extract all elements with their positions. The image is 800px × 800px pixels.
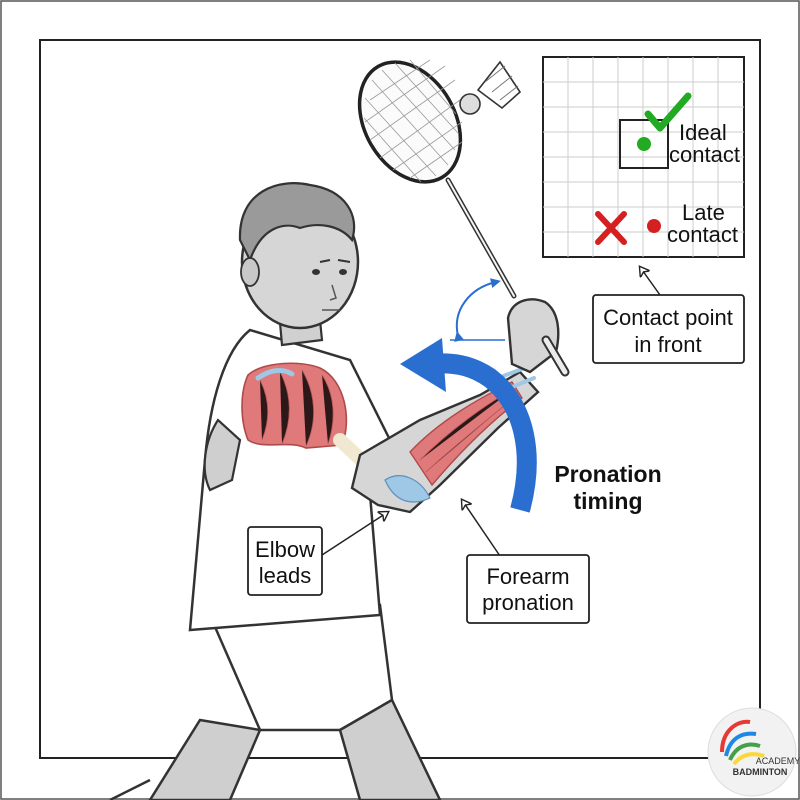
late-contact-label-2: contact <box>667 222 738 247</box>
wrist-angle-arc <box>450 278 505 342</box>
contact-point-label-1: Contact point <box>603 305 733 330</box>
contact-point-label-2: in front <box>634 332 701 357</box>
racket <box>357 59 517 299</box>
forearm-pronation-label-1: Forearm <box>486 564 569 589</box>
ideal-contact-label-1: Ideal <box>679 120 727 145</box>
ideal-zone-box <box>619 119 669 169</box>
forearm-pronation-label-2: pronation <box>482 590 574 615</box>
player <box>109 182 570 800</box>
elbow-leads-label-1: Elbow <box>255 537 315 562</box>
ideal-contact-label-2: contact <box>669 142 740 167</box>
forearm-pronation-callout: Forearm pronation <box>462 500 590 624</box>
contact-point-callout: Contact point in front <box>592 267 745 364</box>
pronation-timing-label-1: Pronation <box>554 461 661 487</box>
ideal-contact-marker <box>637 137 651 151</box>
pronation-timing-label-2: timing <box>574 488 643 514</box>
logo-text-2: BADMINTON <box>733 767 788 777</box>
academy-logo: ACADEMY BADMINTON <box>707 707 800 797</box>
contact-point-grid: Ideal contact Late contact <box>542 56 745 258</box>
shuttlecock-icon <box>459 60 522 115</box>
elbow-leads-callout: Elbow leads <box>247 512 388 596</box>
logo-text-1: ACADEMY <box>756 756 800 766</box>
check-icon <box>644 92 692 132</box>
late-contact-label-1: Late <box>682 200 725 225</box>
cross-icon <box>595 211 627 245</box>
elbow-leads-label-2: leads <box>259 563 312 588</box>
pronation-arrow <box>400 338 537 513</box>
late-contact-marker <box>647 219 661 233</box>
